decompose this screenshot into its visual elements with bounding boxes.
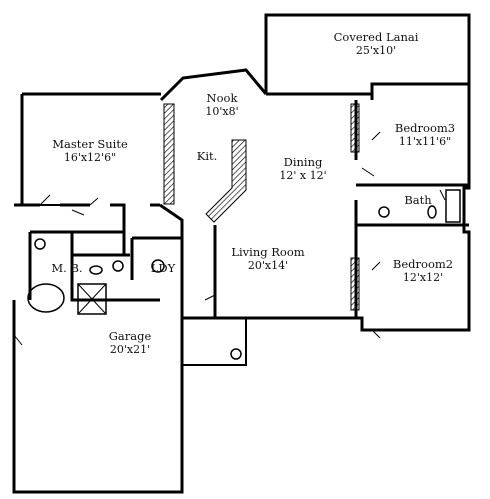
label-bedroom3: Bedroom3 11'x11'6" (394, 121, 456, 149)
label-bath: Bath (404, 194, 431, 207)
master-suite-south-wall (22, 203, 160, 232)
porch-fixture (230, 348, 242, 360)
shower-cross (77, 283, 107, 315)
room-name: Bedroom2 (392, 257, 454, 271)
room-dims: 12'x12' (402, 271, 444, 284)
bath-tub (445, 189, 461, 223)
kitchen-counter (205, 139, 247, 223)
hall-wall (159, 203, 217, 318)
bath-sink (378, 206, 390, 218)
room-name: Living Room (231, 245, 305, 259)
room-name: Garage (108, 329, 152, 343)
room-name: M. B. (51, 261, 83, 275)
label-bedroom2: Bedroom2 12'x12' (392, 257, 454, 285)
room-name: Kit. (196, 149, 218, 163)
room-dims: 10'x8' (205, 105, 239, 118)
door-swings (13, 131, 446, 346)
room-dims: 16'x12'6" (63, 151, 117, 164)
room-name: Bath (404, 193, 432, 207)
hatched-wall-dining (350, 103, 360, 153)
bath-toilet (427, 205, 437, 219)
west-wall (14, 94, 24, 207)
label-garage: Garage 20'x21' (108, 329, 152, 357)
entry-porch (181, 318, 247, 366)
master-shower (77, 283, 107, 315)
room-dims: 25'x10' (355, 44, 397, 57)
label-living-room: Living Room 20'x14' (231, 245, 305, 273)
nook-bay-wall (159, 68, 268, 102)
label-laundry: LDY (151, 262, 175, 275)
hatched-wall-master (163, 103, 175, 205)
room-name: Master Suite (52, 137, 128, 151)
master-toilet (89, 265, 103, 275)
hatched-wall-bedroom (350, 257, 360, 311)
room-dims: 20'x21' (109, 343, 151, 356)
label-master-suite: Master Suite 16'x12'6" (52, 137, 128, 165)
garage-outline (12, 300, 184, 494)
label-dining: Dining 12' x 12' (279, 155, 327, 183)
master-tub (27, 283, 65, 313)
lanai-outline (264, 13, 471, 94)
room-name: Dining (283, 155, 323, 169)
label-nook: Nook 10'x8' (205, 91, 239, 119)
master-bath-walls (28, 230, 160, 302)
room-name: Bedroom3 (394, 121, 456, 135)
room-dims: 11'x11'6" (398, 135, 452, 148)
master-sink (112, 260, 124, 272)
room-name: LDY (150, 261, 176, 275)
east-wall (182, 84, 471, 332)
label-covered-lanai: Covered Lanai 25'x10' (333, 30, 419, 58)
vanity-sink (34, 238, 46, 250)
water-heater (151, 259, 165, 273)
room-dims: 20'x14' (247, 259, 289, 272)
label-kitchen: Kit. (197, 150, 218, 163)
room-dims: 12' x 12' (279, 169, 327, 182)
label-master-bath: M. B. (51, 262, 82, 275)
room-name: Nook (206, 91, 238, 105)
room-name: Covered Lanai (333, 30, 419, 44)
north-wall (22, 82, 469, 96)
